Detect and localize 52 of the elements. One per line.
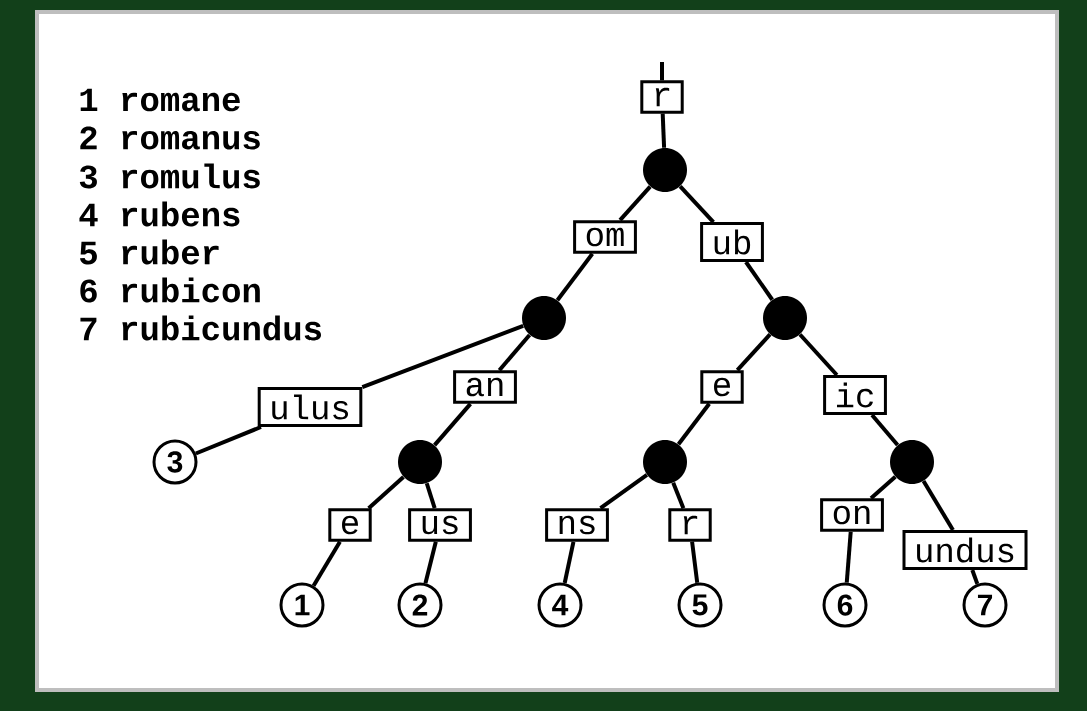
label-box: on — [820, 498, 884, 532]
word-list-item: 1 romane — [80, 88, 240, 112]
connector-line — [744, 260, 774, 301]
connector-line — [660, 113, 667, 148]
connector-line — [497, 333, 532, 372]
connector-line — [870, 413, 900, 447]
connector-line — [660, 62, 664, 81]
connector-line — [599, 473, 649, 510]
branch-dot — [522, 296, 566, 340]
connector-line — [690, 541, 700, 583]
connector-line — [367, 475, 405, 510]
word-list-item: 3 romulus — [79, 163, 260, 189]
label-box: undus — [902, 529, 1028, 571]
connector-line — [618, 185, 652, 222]
connector-line — [921, 480, 955, 531]
label-box: ulus — [257, 387, 363, 427]
branch-dot — [763, 296, 807, 340]
branch-dot — [643, 440, 687, 484]
label-box: ub — [700, 222, 764, 262]
label-box: r — [640, 80, 684, 114]
connector-line — [970, 569, 980, 585]
label-box: e — [700, 370, 744, 404]
connector-line — [844, 531, 853, 583]
connector-line — [562, 541, 576, 584]
connector-line — [424, 482, 437, 509]
connector-line — [361, 324, 524, 389]
connector-line — [423, 541, 438, 584]
label-box: e — [328, 508, 372, 542]
label-box: an — [453, 370, 517, 404]
connector-line — [676, 402, 711, 446]
word-list-item: 6 rubicon — [80, 277, 260, 303]
connector-line — [195, 425, 262, 456]
connector-line — [869, 475, 897, 500]
connector-line — [798, 333, 839, 377]
label-box: om — [573, 220, 637, 254]
connector-line — [678, 184, 715, 224]
connector-line — [311, 540, 342, 587]
word-list-item: 7 rubicundus — [80, 315, 321, 341]
branch-dot — [890, 440, 934, 484]
word-list-item: 5 ruber — [80, 239, 219, 265]
connector-line — [555, 252, 594, 302]
label-box: r — [668, 508, 712, 542]
connector-line — [671, 481, 686, 510]
connector-line — [433, 402, 472, 447]
label-box: ns — [545, 508, 609, 542]
word-list-item: 2 romanus — [80, 126, 260, 150]
connector-line — [735, 333, 772, 372]
branch-dot — [398, 440, 442, 484]
label-box: ic — [823, 375, 887, 415]
branch-dot — [643, 148, 687, 192]
word-list-item: 4 rubens — [79, 201, 240, 227]
label-box: us — [408, 508, 472, 542]
